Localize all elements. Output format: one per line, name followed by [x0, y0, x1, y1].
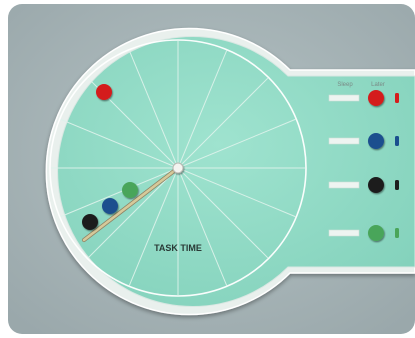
red-token[interactable] — [96, 84, 112, 100]
header-sleep: Sleep — [337, 82, 353, 88]
blue-edge-token — [395, 136, 399, 146]
dial-label: TASK TIME — [154, 243, 202, 253]
blue-hand-token[interactable] — [102, 198, 118, 214]
green-edge-token — [395, 228, 399, 238]
green-slot-token[interactable] — [368, 225, 384, 241]
slot-bar — [329, 95, 359, 101]
red-edge-token — [395, 93, 399, 103]
green-hand-token[interactable] — [122, 182, 138, 198]
slot-bar — [329, 230, 359, 236]
black-hand-token[interactable] — [82, 214, 98, 230]
black-edge-token — [395, 180, 399, 190]
slot-bar — [329, 182, 359, 188]
header-later: Later — [371, 82, 385, 88]
slot-bar — [329, 138, 359, 144]
red-slot-token[interactable] — [368, 90, 384, 106]
hand-pivot — [173, 163, 183, 173]
device-face — [58, 37, 415, 307]
black-slot-token[interactable] — [368, 177, 384, 193]
blue-slot-token[interactable] — [368, 133, 384, 149]
